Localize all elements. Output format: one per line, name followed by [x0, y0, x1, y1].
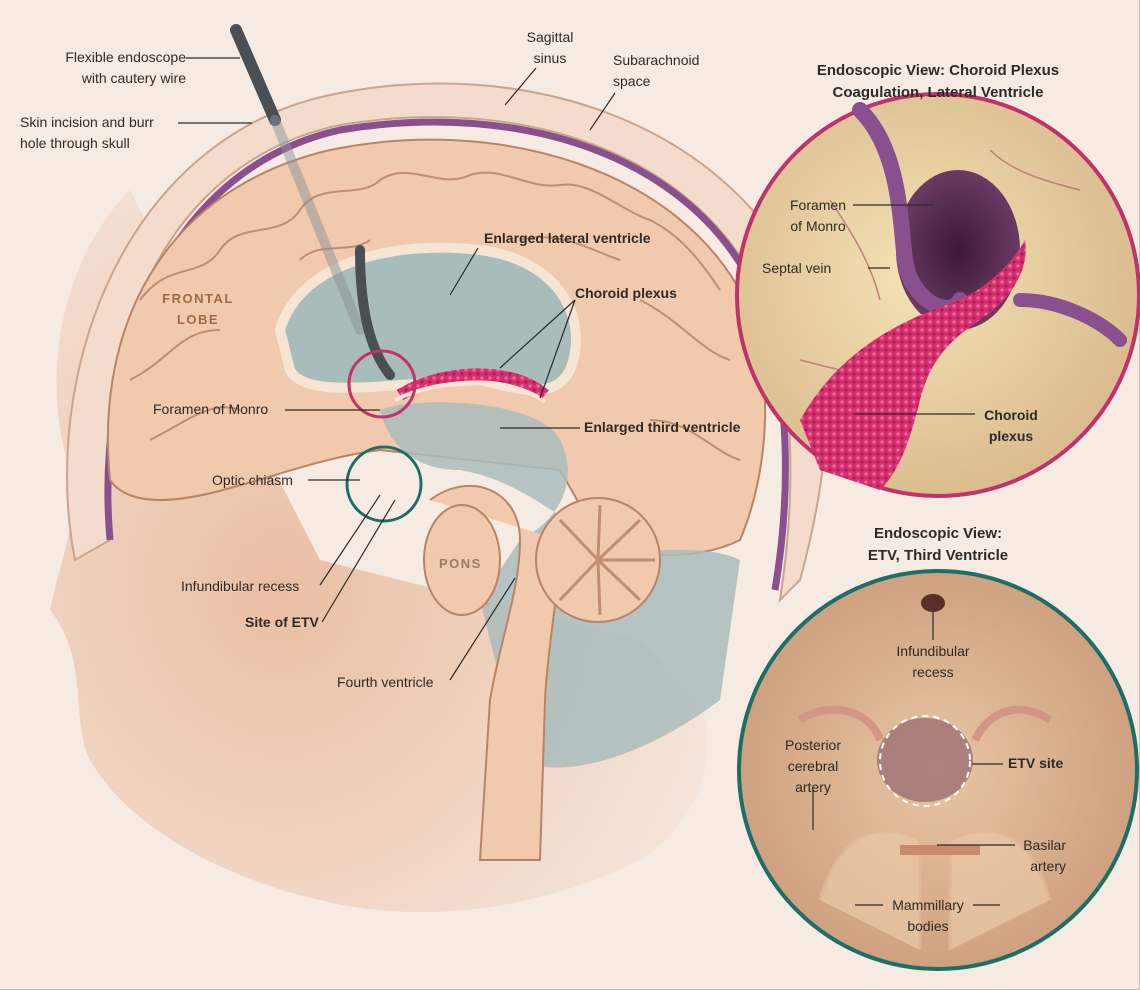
foramen-marker-circle — [347, 349, 417, 419]
site-of-etv-label: Site of ETV — [245, 614, 319, 630]
mammillary-bodies-label: Mammillary bodies — [892, 897, 964, 934]
leader-lines — [178, 57, 616, 681]
foramen-of-monro-label: Foramen of Monro — [153, 401, 269, 417]
bottom-panel-title: Endoscopic View: ETV, Third Ventricle — [867, 525, 1009, 564]
skin-incision-label: Skin incision and burr hole through skul… — [20, 114, 154, 151]
top-view-leader-lines — [853, 204, 975, 415]
brainstem — [423, 484, 561, 861]
enlarged-third-ventricle-label: Enlarged third ventricle — [584, 419, 741, 435]
choroid-plexus-label: Choroid plexus — [575, 285, 677, 301]
optic-chiasm-label: Optic chiasm — [212, 472, 293, 488]
bottom-infundibular-recess-label: Infundibular recess — [896, 643, 970, 680]
endoscope — [230, 24, 395, 380]
top-choroid-plexus-label: Choroid plexus — [984, 407, 1038, 444]
bottom-view-leader-lines — [812, 612, 1015, 906]
cerebellum — [535, 497, 661, 623]
posterior-cerebral-artery-label: Posterior cerebral artery — [784, 737, 842, 795]
top-view-panel — [735, 92, 1140, 498]
pons-label: PONS — [439, 556, 482, 571]
subarachnoid-space-label: Subarachnoid space — [613, 52, 700, 89]
frontal-lobe-label: FRONTAL LOBE — [162, 291, 234, 327]
top-panel-title: Endoscopic View: Choroid Plexus Coagulat… — [816, 62, 1060, 101]
septal-vein-label: Septal vein — [762, 260, 832, 276]
flexible-endoscope-label: Flexible endoscope with cautery wire — [65, 49, 186, 86]
fourth-ventricle-label: Fourth ventricle — [337, 674, 434, 690]
enlarged-lateral-ventricle-label: Enlarged lateral ventricle — [484, 230, 651, 246]
etv-marker-circle — [345, 445, 423, 523]
basilar-artery-label: Basilar artery — [1023, 837, 1066, 874]
infundibular-recess-label: Infundibular recess — [181, 578, 300, 594]
etv-site-label: ETV site — [1008, 755, 1064, 771]
top-foramen-of-monro-label: Foramen of Monro — [789, 197, 847, 234]
lateral-ventricle — [274, 242, 581, 395]
bottom-view-panel — [737, 569, 1139, 971]
sagittal-sinus-label: Sagittal sinus — [526, 29, 574, 66]
